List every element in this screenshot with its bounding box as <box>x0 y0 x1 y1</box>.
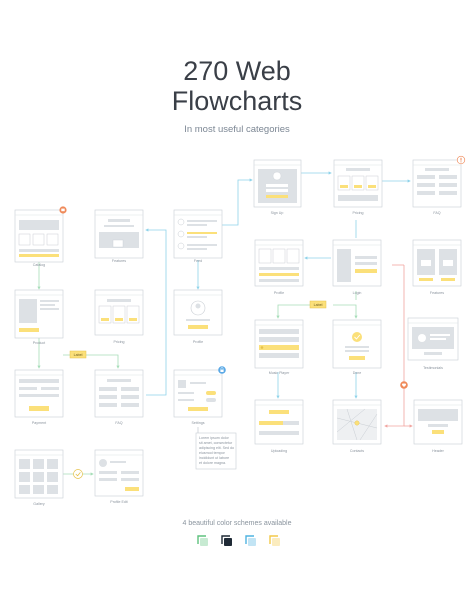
note-line: et dolore magna. <box>199 461 226 465</box>
label-testimonials: Testimonials <box>423 366 443 370</box>
color-schemes-caption: 4 beautiful color schemes available <box>182 520 292 527</box>
screen-pricing-1[interactable] <box>333 159 383 208</box>
label-pricing-2: Pricing <box>114 340 125 344</box>
screen-faq-2[interactable] <box>94 369 144 418</box>
label-sign-up: Sign Up <box>271 211 284 215</box>
label-faq-2: FAQ <box>115 421 122 425</box>
tag-label-1-text: Label <box>74 353 83 357</box>
page-subtitle: In most useful categories <box>184 124 290 135</box>
screen-music-player[interactable] <box>254 319 304 369</box>
color-scheme-swatch-green[interactable] <box>197 534 209 546</box>
connector-feed-settings <box>146 229 167 396</box>
label-gallery: Gallery <box>33 502 45 506</box>
connector-red-features <box>384 265 405 428</box>
label-login: Login <box>353 291 362 295</box>
connector-label-music <box>276 304 315 319</box>
screen-faq-1[interactable] <box>412 159 462 208</box>
color-scheme-swatch-yellow[interactable] <box>269 534 281 546</box>
screen-payment[interactable] <box>14 369 64 418</box>
label-payment: Payment <box>32 421 46 425</box>
tag-label-1: Label <box>69 350 87 359</box>
heart-icon <box>400 381 408 389</box>
screen-catalog[interactable] <box>14 209 64 263</box>
tag-label-2: Label <box>309 300 327 309</box>
note-line: Lorem ipsum dolor <box>199 436 230 440</box>
label-music-player: Music Player <box>269 371 290 375</box>
screen-gallery[interactable] <box>14 449 64 499</box>
screen-feed[interactable] <box>173 209 223 259</box>
screen-uploading[interactable] <box>254 399 304 445</box>
screen-profile-edit[interactable] <box>94 449 144 497</box>
screen-features-2[interactable] <box>412 239 462 287</box>
label-settings: Settings <box>192 421 205 425</box>
screen-contacts[interactable] <box>332 399 382 445</box>
screen-done[interactable] <box>332 319 382 369</box>
note-line: adipiscing elit. Sed do <box>199 446 234 450</box>
label-faq-1: FAQ <box>433 211 440 215</box>
page-title-line2: Flowcharts <box>171 86 303 116</box>
screen-testimonials[interactable] <box>407 317 459 361</box>
screen-profile-1[interactable] <box>173 289 223 336</box>
label-profile-2: Profile <box>274 291 284 295</box>
color-scheme-swatch-blue[interactable] <box>245 534 257 546</box>
shop-icon <box>59 206 67 214</box>
page-title-line1: 270 Web <box>183 56 291 86</box>
screen-pricing-2[interactable] <box>94 289 144 336</box>
label-done: Done <box>353 371 362 375</box>
annotation-note: Lorem ipsum dolor sit amet, consectetur … <box>195 432 237 470</box>
note-line: eiusmod tempor <box>199 451 226 455</box>
label-catalog: Catalog <box>33 263 45 267</box>
lock-icon <box>218 366 226 374</box>
check-icon <box>73 469 83 479</box>
label-contacts: Contacts <box>350 449 364 453</box>
label-profile-edit: Profile Edit <box>110 500 127 504</box>
screen-login[interactable] <box>332 239 382 287</box>
note-line: sit amet, consectetur <box>199 441 233 445</box>
screen-header[interactable] <box>413 399 463 445</box>
connector-feed-signup <box>222 178 253 226</box>
screen-profile-2[interactable] <box>254 239 304 287</box>
label-features-1: Features <box>112 259 126 263</box>
label-header: Header <box>432 449 445 453</box>
connector-label-done <box>333 304 358 319</box>
color-scheme-swatch-dark[interactable] <box>221 534 233 546</box>
screen-product[interactable] <box>14 289 64 339</box>
label-profile-1: Profile <box>193 340 203 344</box>
tag-label-2-text: Label <box>314 303 323 307</box>
connectors <box>37 171 413 476</box>
note-line: incididunt ut labore <box>199 456 229 460</box>
screen-sign-up[interactable] <box>253 159 302 208</box>
label-feed: Feed <box>194 259 202 263</box>
label-product: Product <box>33 341 45 345</box>
label-uploading: Uploading <box>271 449 287 453</box>
alert-icon <box>456 155 466 165</box>
screen-settings[interactable] <box>173 369 223 418</box>
label-pricing-1: Pricing <box>353 211 364 215</box>
screen-features-1[interactable] <box>94 209 144 259</box>
label-features-2: Features <box>430 291 444 295</box>
